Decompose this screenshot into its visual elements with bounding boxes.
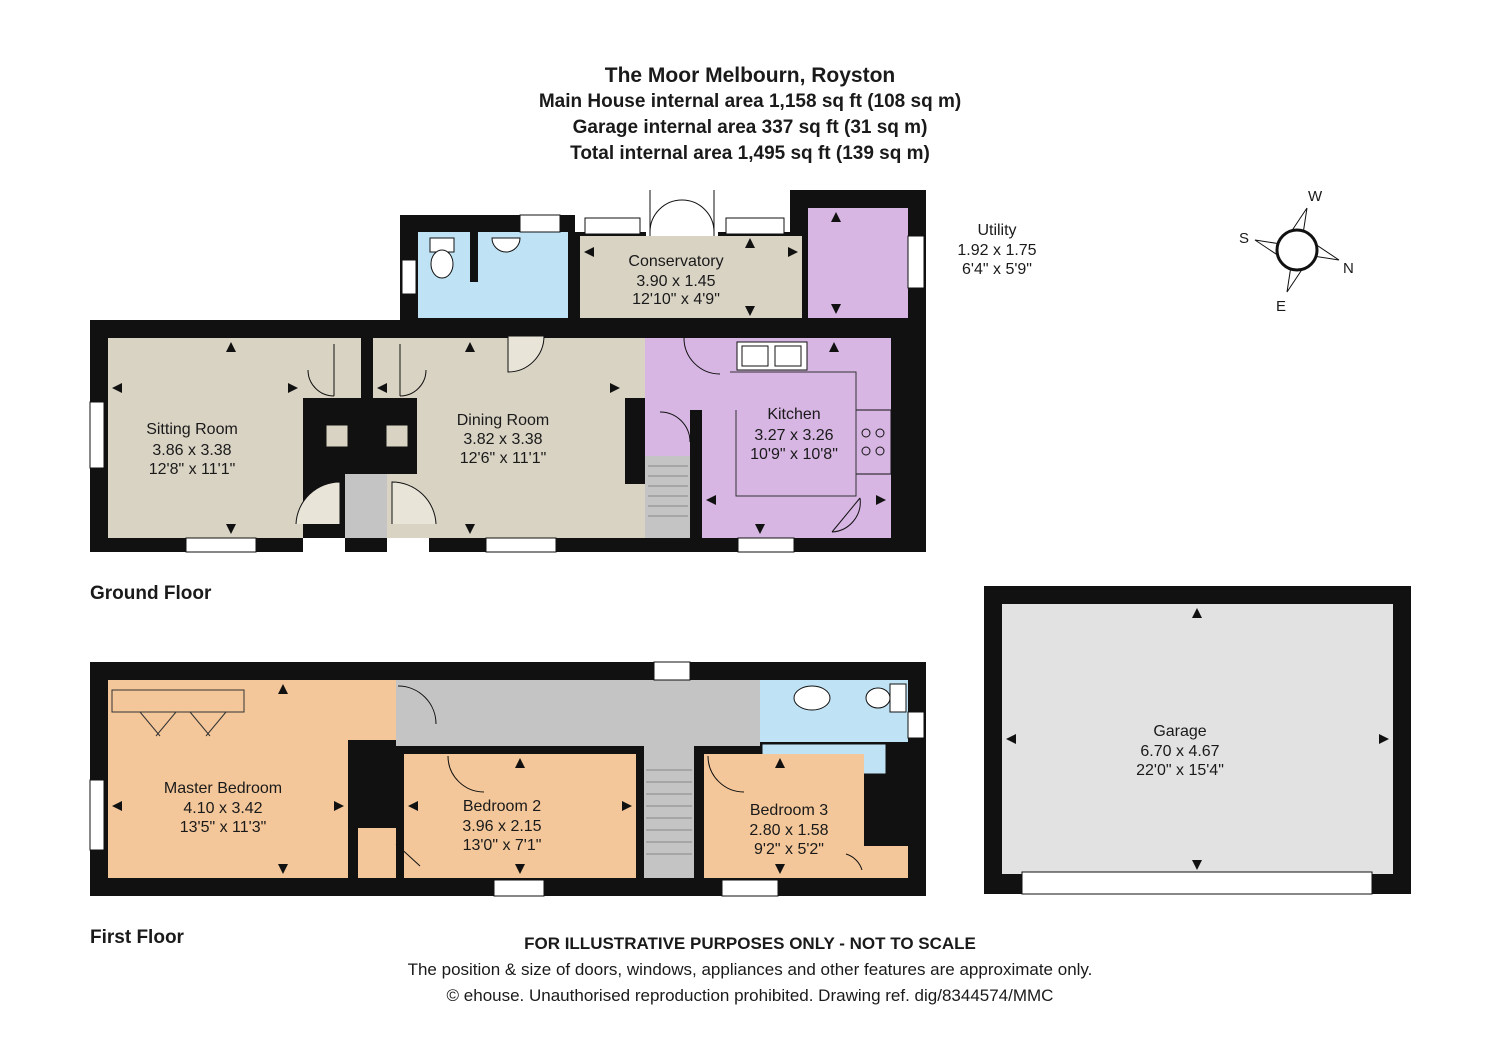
- worktop-line: [730, 371, 857, 497]
- kitchen-name: Kitchen: [767, 406, 820, 423]
- conservatory: [580, 236, 802, 318]
- fireplace-right: [385, 424, 409, 448]
- bedroom-2-imperial: 13'0" x 7'1": [463, 837, 542, 854]
- compass-rose: W S N E: [1239, 188, 1354, 315]
- master-bedroom-metric: 4.10 x 3.42: [183, 800, 262, 817]
- sitting-room-alcove: [303, 338, 361, 398]
- conservatory-imperial: 12'10" x 4'9": [632, 291, 720, 308]
- ground-stairs: [645, 456, 697, 538]
- bedroom-2: [404, 754, 636, 878]
- kitchen-metric: 3.27 x 3.26: [754, 427, 833, 444]
- utility-name: Utility: [977, 222, 1016, 239]
- compass-label-n: N: [1343, 260, 1354, 277]
- garage-metric: 6.70 x 4.67: [1140, 743, 1219, 760]
- window: [89, 779, 105, 851]
- wc-partition: [470, 232, 478, 282]
- ground-floor-plan: Sitting Room 3.86 x 3.38 12'8" x 11'1" D…: [89, 190, 1037, 553]
- window: [519, 214, 561, 233]
- utility-room: [808, 208, 908, 318]
- bedroom-3: [704, 754, 864, 878]
- compass-label-w: W: [1308, 188, 1323, 205]
- kitchen-sink: [736, 341, 808, 371]
- bedroom-2-metric: 3.96 x 2.15: [462, 818, 541, 835]
- conservatory-metric: 3.90 x 1.45: [636, 273, 715, 290]
- dining-room-metric: 3.82 x 3.38: [463, 431, 542, 448]
- window: [584, 217, 641, 235]
- window: [493, 879, 545, 897]
- sitting-room-name: Sitting Room: [146, 421, 238, 438]
- first-floor-label: First Floor: [90, 927, 184, 948]
- sitting-room-metric: 3.86 x 3.38: [152, 442, 231, 459]
- kitchen-wall-return: [625, 398, 645, 484]
- garage-plan: Garage 6.70 x 4.67 22'0" x 15'4": [984, 586, 1411, 895]
- plan-footer: FOR ILLUSTRATIVE PURPOSES ONLY - NOT TO …: [0, 931, 1500, 1009]
- main-house-area: Main House internal area 1,158 sq ft (10…: [538, 91, 962, 112]
- first-floor-plan: Master Bedroom 4.10 x 3.42 13'5" x 11'3"…: [89, 661, 926, 897]
- window: [653, 661, 691, 681]
- french-doors: [646, 190, 718, 236]
- bedroom-3-metric: 2.80 x 1.58: [749, 822, 828, 839]
- garage-name: Garage: [1153, 723, 1206, 740]
- bathroom: [760, 680, 908, 742]
- garage: [1002, 604, 1393, 874]
- window: [907, 235, 925, 289]
- utility-imperial: 6'4" x 5'9": [962, 261, 1032, 278]
- door-swing: [391, 481, 437, 525]
- dining-room-name: Dining Room: [457, 412, 549, 429]
- window: [185, 537, 257, 553]
- conservatory-name: Conservatory: [628, 253, 723, 270]
- sitting-room: [108, 338, 303, 538]
- bedroom-3-imperial: 9'2" x 5'2": [754, 841, 824, 858]
- garage-door: [1021, 871, 1373, 895]
- window: [737, 537, 795, 553]
- disclaimer: FOR ILLUSTRATIVE PURPOSES ONLY - NOT TO …: [524, 934, 976, 953]
- stair-wall: [690, 410, 702, 538]
- utility-metric: 1.92 x 1.75: [957, 242, 1036, 259]
- measurement-markers: [112, 212, 1389, 874]
- compass-label-s: S: [1239, 230, 1249, 247]
- ground-floor-label: Ground Floor: [90, 583, 212, 604]
- window: [725, 217, 785, 235]
- window: [89, 401, 105, 469]
- master-bedroom-imperial: 13'5" x 11'3": [180, 819, 267, 836]
- dining-room-imperial: 12'6" x 11'1": [460, 450, 547, 467]
- garage-imperial: 22'0" x 15'4": [1136, 762, 1224, 779]
- master-bedroom-name: Master Bedroom: [164, 780, 282, 797]
- copyright-note: © ehouse. Unauthorised reproduction proh…: [446, 986, 1054, 1005]
- window: [401, 259, 417, 295]
- approximation-note: The position & size of doors, windows, a…: [407, 960, 1093, 979]
- window: [721, 879, 779, 897]
- compass-label-e: E: [1276, 298, 1286, 315]
- garage-area: Garage internal area 337 sq ft (31 sq m): [572, 117, 928, 138]
- sitting-room-imperial: 12'8" x 11'1": [149, 461, 236, 478]
- kitchen-imperial: 10'9" x 10'8": [750, 446, 838, 463]
- first-floor-stairs: [644, 746, 694, 878]
- door-swing: [295, 481, 341, 525]
- property-title: The Moor Melbourn, Royston: [604, 64, 896, 87]
- bedroom-2-name: Bedroom 2: [463, 798, 541, 815]
- window: [907, 711, 925, 739]
- entrance-porch: [345, 474, 387, 538]
- total-area: Total internal area 1,495 sq ft (139 sq …: [570, 143, 930, 164]
- window: [485, 537, 557, 553]
- landing: [396, 680, 760, 746]
- bedroom-3-name: Bedroom 3: [750, 802, 828, 819]
- hob: [855, 409, 892, 475]
- plan-header: The Moor Melbourn, Royston Main House in…: [0, 62, 1500, 167]
- fireplace-left: [325, 424, 349, 448]
